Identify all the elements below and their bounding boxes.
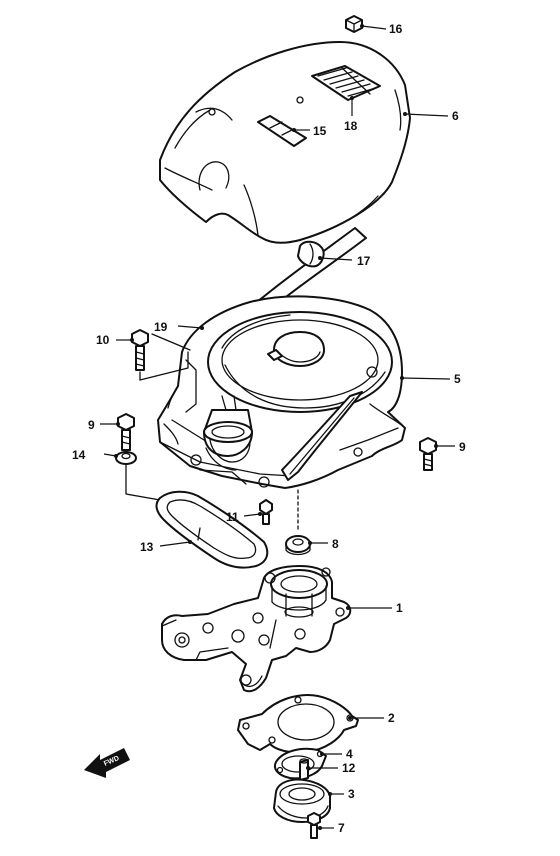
callout-11: 11 xyxy=(226,510,239,524)
guide-bracket xyxy=(139,333,191,381)
top-cover xyxy=(159,41,411,244)
callout-16: 16 xyxy=(389,22,403,36)
callout-12: 12 xyxy=(342,761,356,775)
bushing-3 xyxy=(273,778,331,823)
gasket-13 xyxy=(155,490,269,569)
callout-7: 7 xyxy=(338,821,345,835)
washer-14 xyxy=(115,451,161,501)
callout-19: 19 xyxy=(154,320,168,334)
cap-nut xyxy=(345,15,363,33)
callout-5: 5 xyxy=(454,372,461,386)
mounting-plate xyxy=(161,565,352,693)
pin-12 xyxy=(299,758,309,781)
gasket-2 xyxy=(237,694,359,754)
callout-15: 15 xyxy=(313,124,327,138)
grommet-8 xyxy=(285,489,311,556)
bolt-11 xyxy=(259,499,273,525)
callout-2: 2 xyxy=(388,711,395,725)
callout-9-left: 9 xyxy=(88,418,95,432)
callout-9-right: 9 xyxy=(459,440,466,454)
decal-strip xyxy=(257,115,307,147)
callout-8: 8 xyxy=(332,537,339,551)
callout-4: 4 xyxy=(346,747,353,761)
label-plate xyxy=(311,65,381,101)
callout-17: 17 xyxy=(357,254,371,268)
callout-14: 14 xyxy=(72,448,86,462)
callout-6: 6 xyxy=(452,109,459,123)
bolt-7 xyxy=(307,812,321,839)
callout-10: 10 xyxy=(96,333,110,347)
forward-direction-arrow: FWD xyxy=(84,748,130,778)
bolt-9-right xyxy=(419,437,437,471)
bolt-10 xyxy=(131,329,149,381)
callouts: 16 6 18 15 17 19 10 5 9 14 9 11 xyxy=(72,22,466,835)
callout-18: 18 xyxy=(344,119,358,133)
bolt-9-left xyxy=(117,413,135,451)
flywheel-cover xyxy=(157,295,406,489)
callout-3: 3 xyxy=(348,787,355,801)
callout-1: 1 xyxy=(396,601,403,615)
callout-13: 13 xyxy=(140,540,154,554)
